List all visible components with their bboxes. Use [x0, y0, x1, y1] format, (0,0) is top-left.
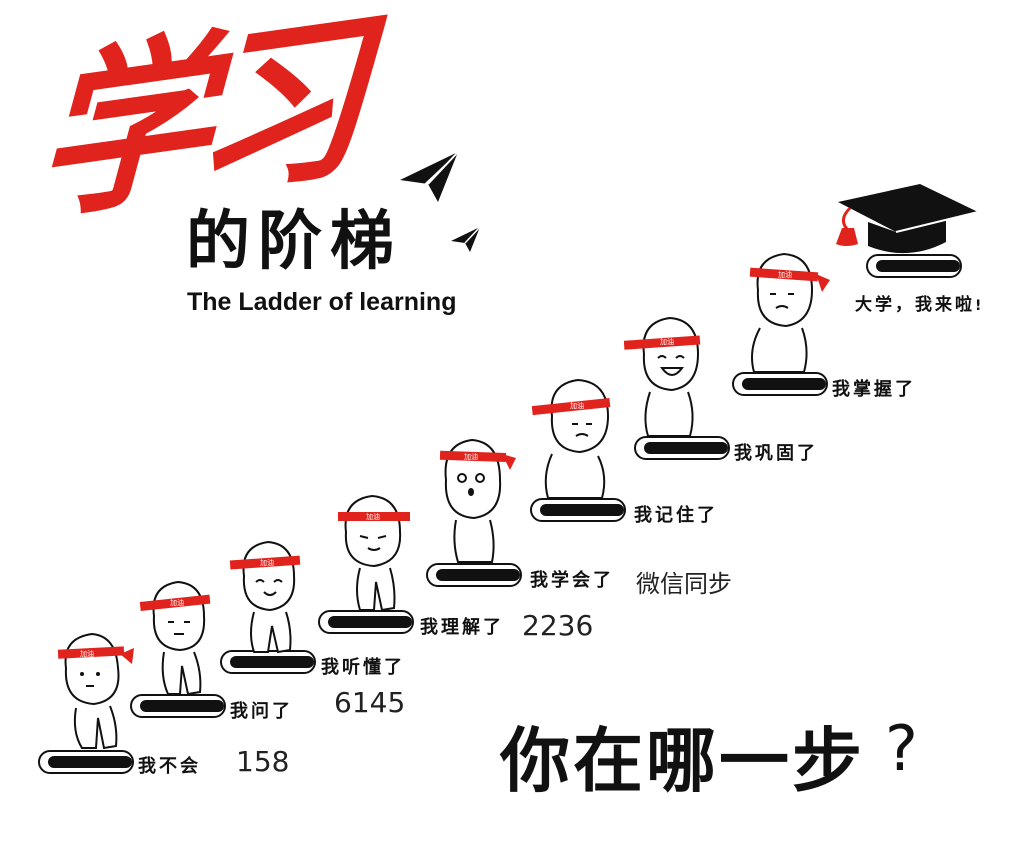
headband-text: 加油	[778, 270, 792, 279]
step-label: 我掌握了	[832, 379, 916, 400]
step-label: 我巩固了	[734, 443, 818, 464]
step-label: 我记住了	[634, 505, 718, 526]
paper-plane-icon	[400, 151, 459, 202]
step-book	[38, 750, 134, 774]
step-book	[318, 610, 414, 634]
title-english: The Ladder of learning	[187, 288, 457, 316]
wechat-sync-text: 微信同步	[636, 570, 732, 598]
step-book	[634, 436, 730, 460]
step-book	[732, 372, 828, 396]
character-figure: 加油	[57, 632, 134, 750]
character-figure: 加油	[624, 316, 701, 437]
character-figure: 加油	[439, 438, 516, 563]
step-book	[426, 563, 522, 587]
headband-text: 加油	[260, 558, 274, 567]
step-label: 我不会	[138, 756, 201, 777]
top-label-exclaim: !	[975, 298, 985, 314]
step-count: 6145	[334, 686, 406, 719]
step-book	[130, 694, 226, 718]
headband-text: 加油	[170, 598, 184, 607]
headband-text: 加油	[464, 452, 478, 461]
headband-text: 加油	[80, 649, 94, 658]
step-book	[530, 498, 626, 522]
step-label: 我问了	[230, 701, 293, 722]
top-label-text: 大学，我来啦	[855, 295, 975, 315]
step-label: 我学会了	[530, 570, 614, 591]
title-subtitle: 的阶梯	[186, 205, 402, 279]
character-figure: 加油	[532, 378, 611, 499]
step-label: 我听懂了	[321, 657, 405, 678]
step-book	[866, 254, 962, 278]
top-label: 大学，我来啦!	[855, 290, 984, 315]
title-calligraphy: 学习	[33, 0, 354, 246]
question-mark: ?	[885, 712, 918, 785]
headband-text: 加油	[366, 512, 380, 521]
character-figure: 加油	[749, 252, 830, 373]
headband-text: 加油	[570, 401, 584, 410]
step-count: 2236	[522, 609, 594, 642]
character-figure: 加油	[229, 540, 301, 654]
graduation-cap-icon	[836, 184, 979, 254]
headband-text: 加油	[660, 337, 674, 346]
question-text: 你在哪一步	[500, 720, 865, 802]
character-figure: 加油	[139, 580, 211, 696]
character-figure: 加油	[338, 494, 410, 612]
step-count: 158	[236, 745, 290, 778]
paper-plane-small-icon	[451, 226, 481, 252]
step-label: 我理解了	[420, 617, 504, 638]
